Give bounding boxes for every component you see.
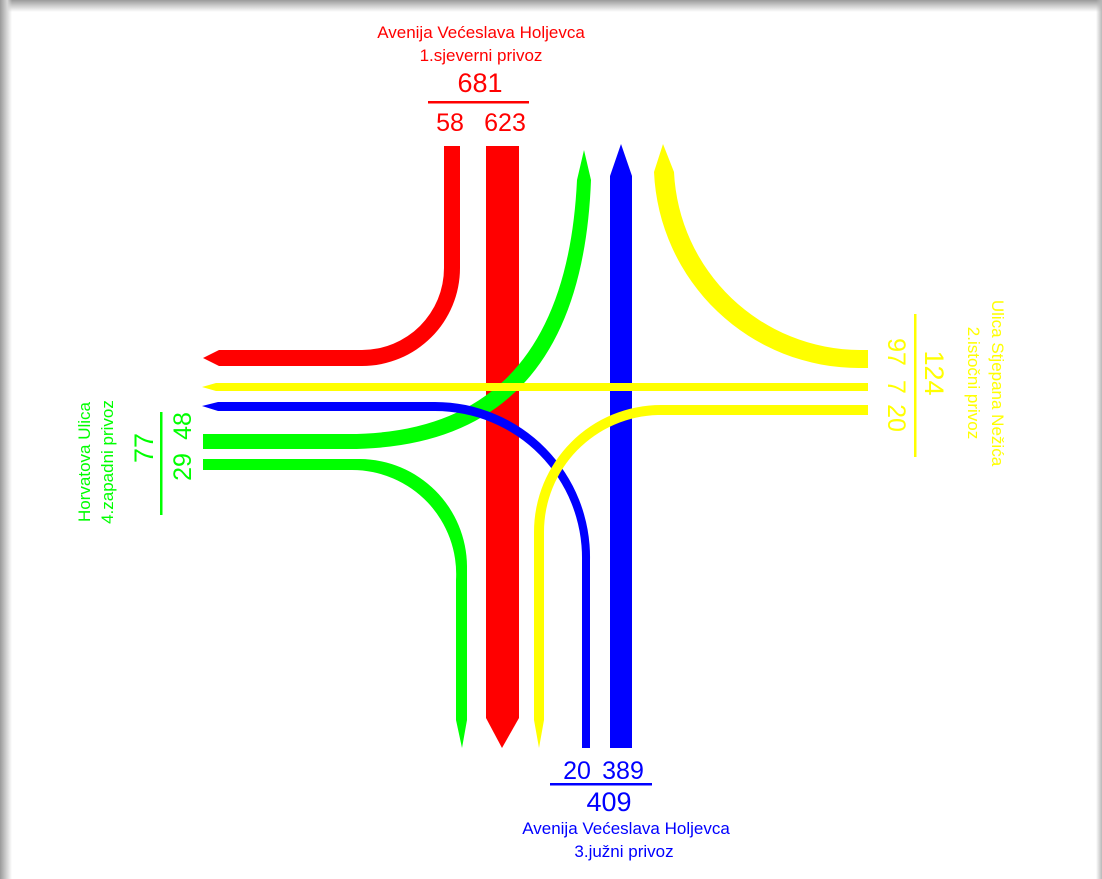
east-total-count: 124 (919, 350, 949, 395)
south-count-divider (550, 783, 652, 786)
east-flow-right-count: 97 (882, 338, 910, 366)
west-flow-right-count: 29 (169, 453, 197, 481)
west-right-turn-flow (203, 459, 467, 748)
north-count-divider (428, 101, 529, 104)
west-approach-flows (203, 150, 591, 748)
north-approach-name: 1.sjeverni privoz (420, 46, 543, 65)
south-approach-flows (202, 144, 632, 748)
east-count-divider (914, 314, 917, 457)
north-street-name: Avenija Većeslava Holjevca (377, 23, 585, 42)
north-approach-label: Avenija Većeslava Holjevca 1.sjeverni pr… (377, 23, 585, 137)
south-total-count: 409 (586, 787, 631, 817)
south-left-turn-flow (202, 402, 591, 748)
frame-shadow-top (0, 0, 1102, 12)
west-approach-label: Horvatova Ulica 4.zapadni privoz 77 29 4… (75, 400, 197, 524)
east-street-name: Ulica Stjepana Nežića (988, 300, 1007, 467)
north-flow-through-count: 623 (484, 109, 526, 137)
frame-shadow-right (1096, 0, 1102, 879)
south-flow-left-count: 20 (563, 757, 591, 785)
north-approach-flows (203, 146, 519, 748)
south-flow-through-count: 389 (602, 757, 644, 785)
east-approach-label: Ulica Stjepana Nežića 2.istočni privoz 1… (882, 300, 1007, 467)
south-approach-label: 20 389 409 Avenija Većeslava Holjevca 3.… (522, 757, 730, 861)
frame-shadow-left (0, 0, 12, 879)
north-flow-right-count: 58 (436, 109, 464, 137)
west-total-count: 77 (129, 433, 159, 463)
west-flow-left-count: 48 (169, 412, 197, 440)
east-approach-name: 2.istočni privoz (964, 327, 983, 439)
west-approach-name: 4.zapadni privoz (98, 400, 117, 524)
north-total-count: 681 (457, 68, 502, 98)
south-street-name: Avenija Većeslava Holjevca (522, 819, 730, 838)
east-flow-left-count: 20 (882, 404, 910, 432)
north-right-turn-flow (203, 146, 460, 366)
north-through-flow (486, 146, 519, 748)
west-street-name: Horvatova Ulica (75, 401, 94, 522)
west-count-divider (160, 412, 163, 515)
east-through-flow (202, 383, 868, 391)
east-right-turn-flow (654, 144, 868, 369)
south-through-flow (610, 144, 632, 748)
east-flow-through-count: 7 (882, 380, 910, 394)
east-approach-flows (202, 144, 868, 748)
south-approach-name: 3.južni privoz (574, 842, 673, 861)
